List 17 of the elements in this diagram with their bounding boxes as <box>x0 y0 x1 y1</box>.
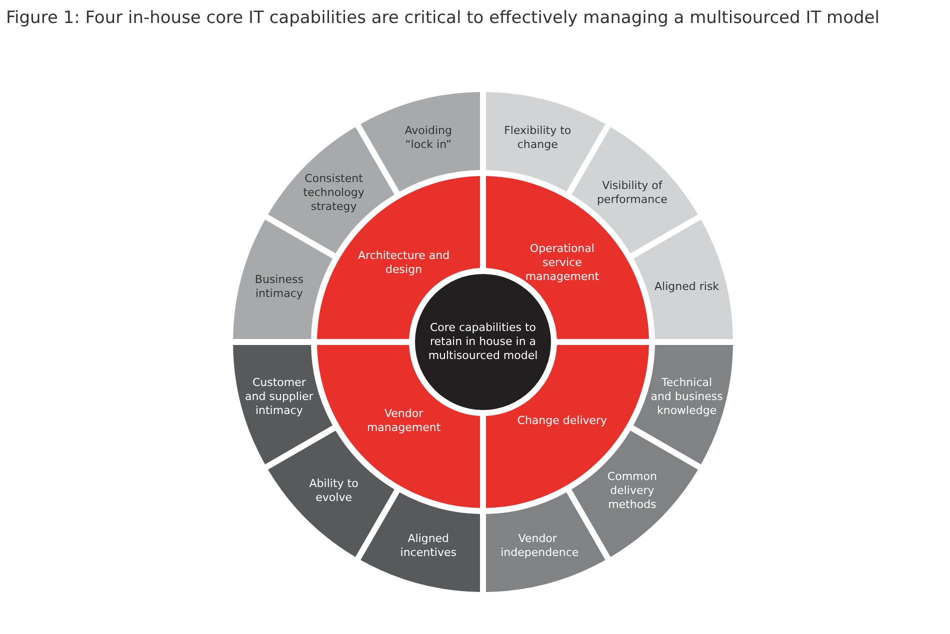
segment-label: Technical and business knowledge <box>650 376 724 418</box>
segment-label: Consistent technology strategy <box>302 172 366 214</box>
capability-label: Change delivery <box>516 414 608 428</box>
segment-label: Avoiding “lock in” <box>404 124 453 152</box>
segment-label: Customer and supplier intimacy <box>244 376 314 418</box>
capability-label: Architecture and design <box>357 248 451 277</box>
capability-label: Vendor management <box>366 407 442 436</box>
segment-label: Flexibility to change <box>503 124 572 152</box>
segment-label: Aligned incentives <box>399 532 458 560</box>
center-label: Core capabilities to retain in house in a multisourced model <box>427 321 539 363</box>
segment-label: Aligned risk <box>654 280 720 294</box>
segment-label: Common delivery methods <box>606 470 658 512</box>
segment-label: Business intimacy <box>254 273 304 302</box>
capability-label: Operational service management <box>524 242 600 284</box>
segment-label: Visibility of performance <box>596 178 668 207</box>
figure-title: Figure 1: Four in-house core IT capabilities are critical to effectively managing a multisourced IT model <box>6 8 880 28</box>
segment-label: Ability to evolve <box>308 477 360 506</box>
